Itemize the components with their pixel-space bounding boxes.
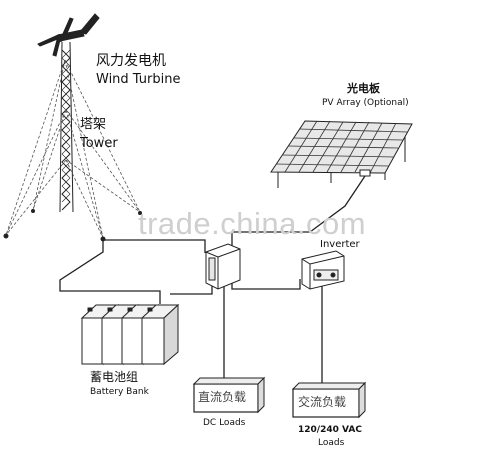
pv-array-label-cn: 光电板 [347, 82, 380, 95]
wiring [59, 175, 366, 388]
inverter-label: Inverter [320, 239, 360, 250]
dc-loads-box [192, 376, 266, 414]
inverter-drawing [301, 250, 345, 290]
anchor-points [3, 209, 142, 242]
wind-turbine-label: Wind Turbine [96, 72, 181, 87]
battery-bank-label: Battery Bank [90, 387, 149, 397]
tower-label: Tower [80, 136, 118, 151]
dc-loads-label-cn: 直流负载 [198, 390, 247, 404]
battery-cell [140, 303, 180, 366]
pv-array-drawing [270, 120, 413, 188]
battery-bank-drawing [80, 303, 180, 366]
wind-turbine-label-cn: 风力发电机 [96, 53, 166, 69]
watermark: trade.china.com [138, 206, 367, 241]
pv-array-label: PV Array (Optional) [322, 98, 409, 108]
ac-loads-voltage-label: 120/240 VAC [298, 425, 362, 435]
charge-controller [205, 243, 241, 290]
dc-loads-label: DC Loads [203, 418, 246, 428]
battery-bank-label-cn: 蓄电池组 [90, 370, 139, 384]
guy-wires [5, 59, 141, 239]
tower-label-cn: 塔架 [80, 117, 107, 132]
wind-turbine-drawing [37, 13, 100, 57]
ac-loads-label-cn: 交流负载 [298, 395, 347, 409]
ac-loads-label: Loads [318, 438, 345, 448]
ac-loads-box [291, 381, 367, 419]
